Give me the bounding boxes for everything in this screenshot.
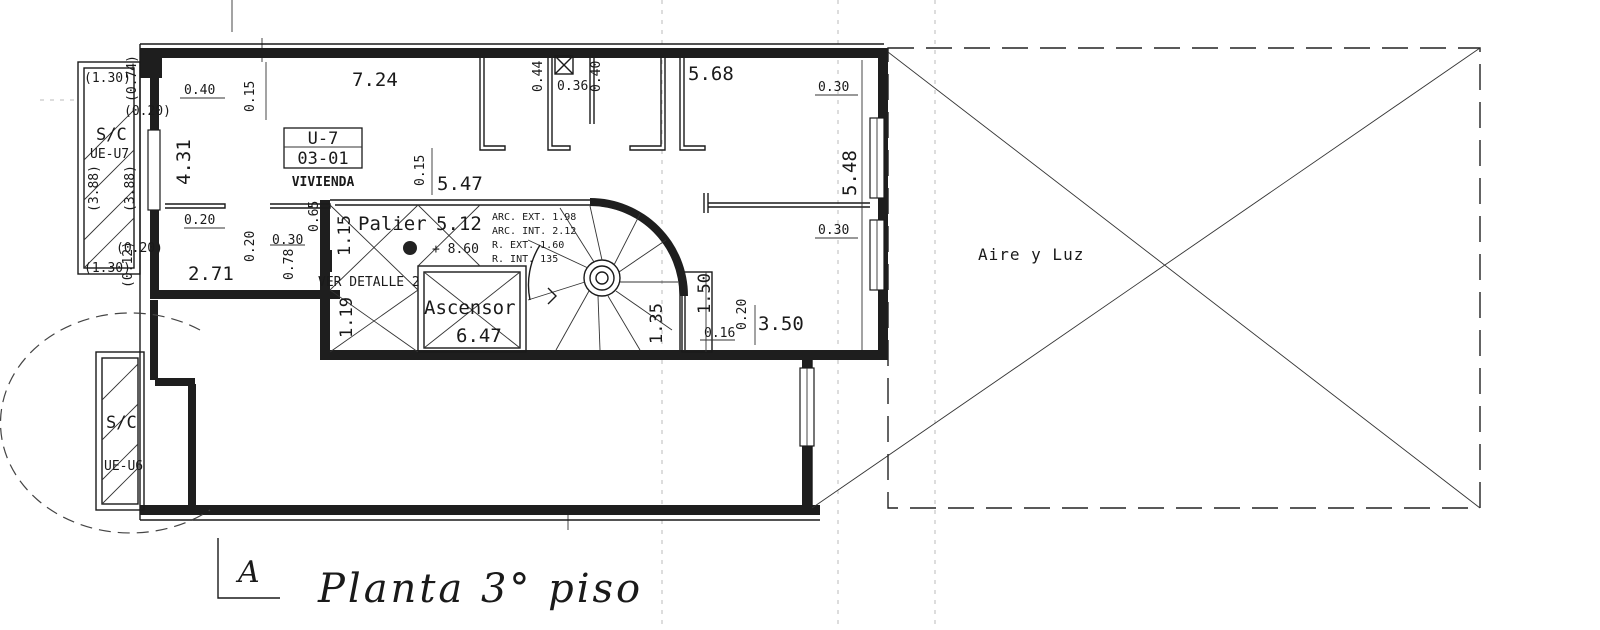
section-mark: A (235, 555, 260, 590)
section-mark-bracket (217, 538, 280, 599)
dim-1-30-bottom: (1.30) (84, 261, 131, 276)
dim-0-12: (0.12) (121, 241, 136, 288)
stair-core (320, 198, 688, 353)
dim-0-16: 0.16 (704, 326, 735, 341)
unit-tag-box (283, 127, 363, 169)
stair-note-1: ARC. EXT. 1.98 (492, 212, 576, 223)
interior-partitions (165, 55, 870, 353)
dim-0-20-a: 0.20 (184, 213, 215, 228)
dim-2-71: 2.71 (188, 263, 234, 285)
stair-note-4: R. INT. 135 (492, 254, 558, 265)
dim-0-40: 0.40 (184, 83, 215, 98)
dim-3-88-b: (3.88) (123, 165, 138, 212)
dim-0-20-e: (0.20) (116, 241, 163, 256)
dim-0-30-a: 0.30 (818, 80, 849, 95)
dim-0-30-b: 0.30 (818, 223, 849, 238)
ascensor-label: Ascensor (424, 297, 516, 319)
stair-note-3: R. EXT. 1.60 (492, 240, 564, 251)
dim-5-47: 5.47 (437, 173, 483, 195)
service-shafts (0, 61, 211, 534)
outer-frame (139, 43, 884, 521)
unit-code: U-7 (308, 129, 339, 149)
exterior-walls (140, 48, 888, 515)
dim-0-20-c: 0.20 (735, 299, 750, 330)
dim-1-35: 1.35 (647, 303, 667, 344)
dim-1-30-top: (1.30) (84, 71, 131, 86)
dim-3-88-a: (3.88) (87, 165, 102, 212)
labels: U-7 03-01 VIVIENDA 7.24 5.68 5.47 2.71 3… (84, 55, 1084, 612)
aire-y-luz-label: Aire y Luz (978, 245, 1084, 264)
service-shaft-bottom-label: S/C (106, 413, 137, 433)
dim-0-20-b: 0.20 (243, 231, 258, 262)
dim-1-19: 1.19 (337, 297, 357, 338)
dim-7-24: 7.24 (352, 69, 398, 91)
dim-5-48: 5.48 (839, 150, 861, 196)
level-mark: + 8.60 (432, 242, 479, 257)
dim-0-20-d: (0.20) (124, 104, 171, 119)
dim-0-40-b: 0.40 (589, 61, 604, 92)
dim-0-74: (0.74) (125, 55, 140, 102)
dim-0-65: 0.65 (307, 201, 322, 232)
dim-3-50: 3.50 (758, 313, 804, 335)
stair-note-2: ARC. INT. 2.12 (492, 226, 576, 237)
ver-detalle-note: VER DETALLE 2 (318, 275, 420, 290)
service-shaft-top-label: S/C (96, 125, 127, 145)
ascensor-area: 6.47 (456, 325, 502, 347)
dim-0-78: 0.78 (282, 249, 297, 280)
windows (147, 117, 885, 447)
plan-title: Planta 3° piso (317, 566, 643, 612)
unit-use: VIVIENDA (292, 175, 355, 190)
dim-5-68: 5.68 (688, 63, 734, 85)
aire-y-luz-courtyard (811, 47, 1481, 509)
palier-label: Palier (358, 213, 427, 235)
dim-0-44: 0.44 (531, 61, 546, 92)
service-shaft-top-code: UE-U7 (90, 147, 129, 162)
dim-4-31: 4.31 (173, 139, 195, 185)
dim-1-50: 1.50 (695, 273, 715, 314)
dim-1-15: 1.15 (335, 215, 355, 256)
palier-area: 5.12 (436, 213, 482, 235)
dim-0-15-mid: 0.15 (413, 155, 428, 186)
service-shaft-bottom-code: UE-U6 (104, 459, 143, 474)
unit-number: 03-01 (297, 149, 348, 169)
dim-0-15-top: 0.15 (243, 81, 258, 112)
dim-0-36: 0.36 (557, 79, 588, 94)
dim-0-30-c: 0.30 (272, 233, 303, 248)
dimension-ticks (180, 60, 863, 350)
